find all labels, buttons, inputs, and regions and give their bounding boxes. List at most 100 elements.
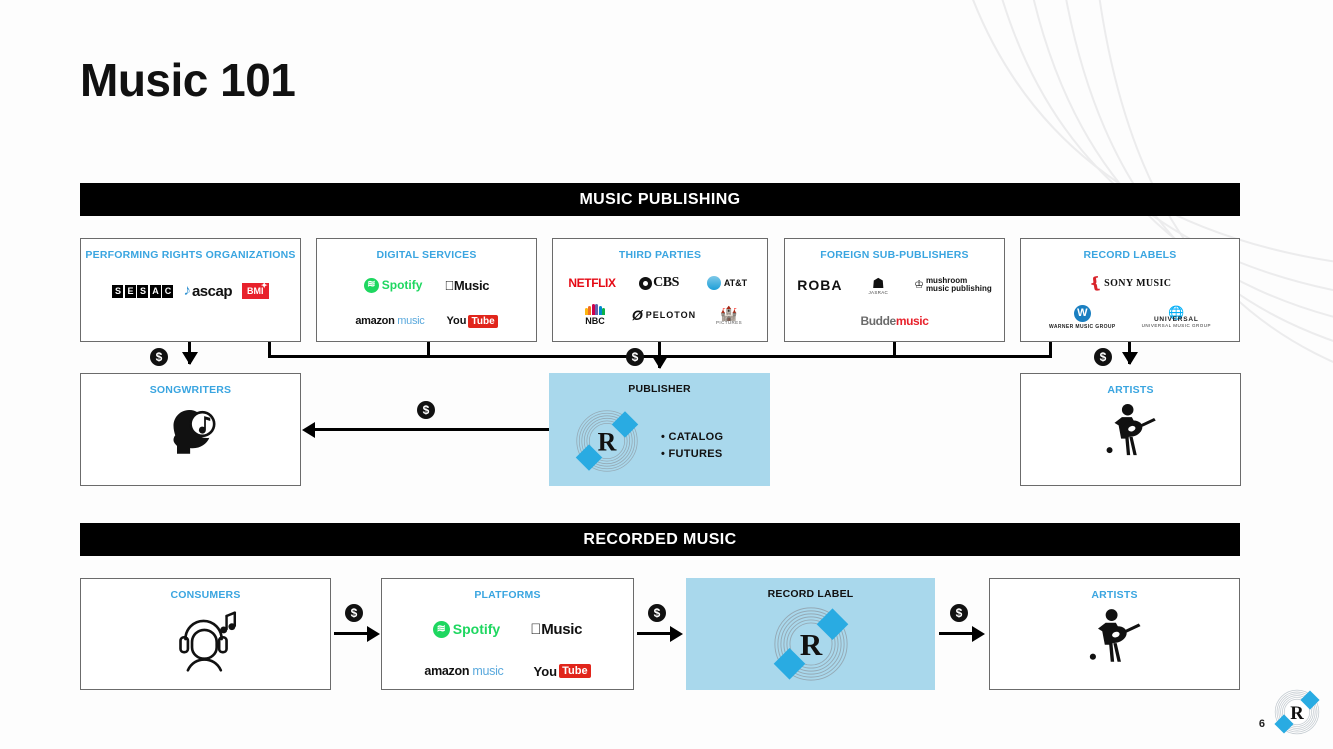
card-performing-rights-organizations[interactable]: PERFORMING RIGHTS ORGANIZATIONS S E S A …	[80, 238, 301, 342]
money-coin-icon: $	[150, 348, 168, 366]
apple-icon: 	[530, 621, 541, 638]
netflix-logo: NETFLIX	[566, 270, 618, 296]
sesac-letter: E	[124, 284, 136, 298]
card-title: PERFORMING RIGHTS ORGANIZATIONS	[85, 249, 296, 261]
spotify-icon: ≋	[363, 277, 379, 293]
card-title: ARTISTS	[1107, 384, 1154, 396]
money-symbol: $	[155, 350, 163, 364]
page-number: 6	[1258, 718, 1265, 730]
bullet-item: FUTURES	[661, 446, 723, 463]
apple-music-wordmark: Music	[449, 277, 490, 293]
card-title: RECORD LABELS	[1083, 249, 1177, 261]
disney-castle-icon: 🏰	[720, 304, 738, 321]
guitarist-icon	[1021, 399, 1240, 465]
money-symbol: $	[350, 606, 358, 620]
peloton-icon: Ø	[631, 307, 643, 324]
spotify-logo: ≋Spotify	[363, 272, 423, 298]
card-artists-recorded[interactable]: ARTISTS	[989, 578, 1240, 690]
connector-bus-to-publisher	[658, 342, 661, 368]
ascap-wordmark: ascap	[191, 282, 233, 300]
money-symbol: $	[631, 350, 639, 364]
card-title: THIRD PARTIES	[618, 249, 702, 261]
spotify-icon: ≋	[432, 620, 450, 638]
netflix-wordmark: NETFLIX	[568, 276, 616, 291]
arrowhead-down	[182, 352, 198, 365]
mushroom-line2: music publishing	[925, 284, 992, 294]
connector-bus-right-riser	[1049, 342, 1052, 356]
money-coin-icon: $	[1094, 348, 1112, 366]
sesac-letter: S	[112, 284, 124, 298]
budde-wordmark: Budde	[860, 314, 896, 329]
card-title: SONGWRITERS	[149, 384, 232, 396]
card-digital-services[interactable]: DIGITAL SERVICES ≋Spotify Music amazon …	[316, 238, 537, 342]
sesac-letter: S	[137, 284, 149, 298]
card-title: PLATFORMS	[474, 589, 541, 601]
music-note-icon: ♪	[183, 282, 191, 300]
head-music-note-icon	[81, 403, 300, 459]
card-title: CONSUMERS	[170, 589, 241, 601]
universal-music-logo: 🌐 UNIVERSAL UNIVERSAL MUSIC GROUP	[1142, 300, 1211, 334]
spotify-logo: ≋Spotify	[432, 616, 501, 642]
amazon-wordmark: amazon	[424, 664, 470, 679]
card-title: DIGITAL SERVICES	[376, 249, 477, 261]
connector-digital-riser	[427, 342, 430, 356]
jasrac-icon: ☗	[872, 274, 885, 291]
money-coin-icon: $	[345, 604, 363, 622]
card-publisher[interactable]: PUBLISHER R CATALOG FUTURES	[549, 373, 770, 486]
arrowhead-right	[670, 626, 683, 642]
banner-label: RECORDED MUSIC	[583, 530, 737, 548]
universal-globe-icon: 🌐	[1168, 305, 1185, 321]
corner-round-hill-logo: R	[1271, 686, 1323, 743]
sony-music-logo: ❴SONY MUSIC	[1029, 270, 1231, 296]
amazon-wordmark: amazon	[355, 315, 395, 328]
amazon-music-suffix: music	[397, 315, 425, 328]
apple-music-wordmark: Music	[535, 620, 582, 638]
roba-logo: ROBA	[797, 272, 842, 298]
spotify-wordmark: Spotify	[452, 621, 501, 638]
card-title: FOREIGN SUB-PUBLISHERS	[820, 249, 969, 261]
youtube-tube: Tube	[559, 664, 591, 679]
money-symbol: $	[653, 606, 661, 620]
ascap-logo: ♪ ascap	[183, 278, 232, 304]
amazon-music-logo: amazon music	[355, 308, 424, 334]
att-wordmark: AT&T	[723, 278, 748, 289]
card-title: PUBLISHER	[628, 383, 691, 395]
card-record-label[interactable]: RECORD LABEL R	[686, 578, 935, 690]
connector-label-to-artists	[939, 632, 974, 635]
spotify-wordmark: Spotify	[381, 278, 423, 293]
card-artists-publishing[interactable]: ARTISTS	[1020, 373, 1241, 486]
cbs-logo: CBS	[630, 270, 688, 296]
banner-recorded-music: RECORDED MUSIC	[80, 523, 1240, 556]
disney-logo: 🏰PICTURES	[707, 302, 751, 328]
round-hill-r-logo: R	[571, 405, 643, 477]
card-songwriters[interactable]: SONGWRITERS	[80, 373, 301, 486]
apple-music-logo: Music	[444, 272, 489, 298]
budde-music-suffix: music	[895, 314, 929, 329]
card-platforms[interactable]: PLATFORMS ≋Spotify Music amazon music Y…	[381, 578, 634, 690]
money-symbol: $	[422, 403, 430, 417]
sesac-logo: S E S A C	[112, 278, 174, 304]
card-foreign-sub-publishers[interactable]: FOREIGN SUB-PUBLISHERS ROBA ☗JASRAC ♔ mu…	[784, 238, 1005, 342]
svg-text:R: R	[799, 627, 822, 662]
youtube-tube: Tube	[468, 314, 498, 328]
cbs-wordmark: CBS	[653, 275, 679, 291]
money-symbol: $	[955, 606, 963, 620]
svg-text:R: R	[598, 427, 617, 456]
card-title: ARTISTS	[1091, 589, 1138, 601]
connector-publisher-to-songwriters	[315, 428, 549, 431]
bullet-item: CATALOG	[661, 429, 724, 446]
apple-music-logo: Music	[530, 616, 582, 642]
att-globe-icon	[706, 276, 721, 291]
jasrac-wordmark: JASRAC	[868, 289, 889, 295]
card-consumers[interactable]: CONSUMERS	[80, 578, 331, 690]
banner-music-publishing: MUSIC PUBLISHING	[80, 183, 1240, 216]
amazon-music-logo: amazon music	[424, 658, 503, 684]
